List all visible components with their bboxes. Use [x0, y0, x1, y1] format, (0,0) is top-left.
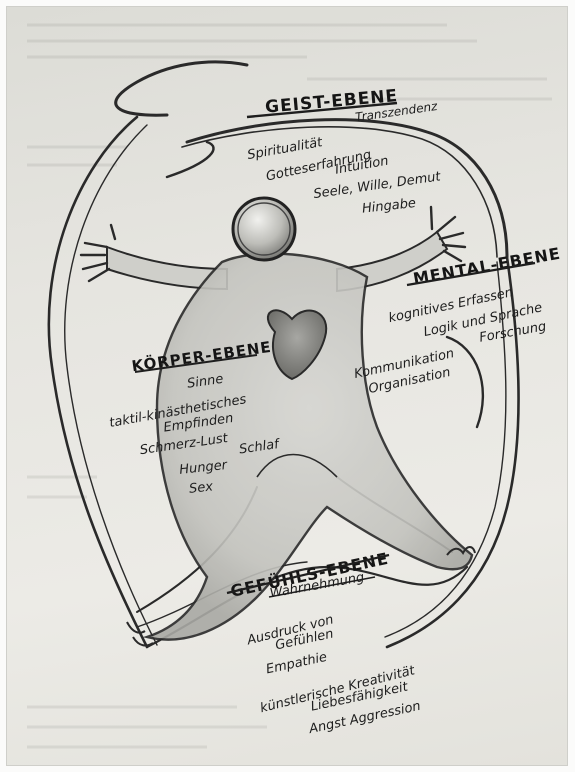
levels-diagram: GEIST-EBENE Transzendenz Spiritualität G…	[7, 7, 568, 766]
gefuehl-level: GEFÜHLS-EBENE Wahrnehmung Ausdruck von G…	[227, 549, 422, 738]
koerper-item-7: Sex	[188, 479, 214, 496]
book-page-photo: GEIST-EBENE Transzendenz Spiritualität G…	[6, 6, 568, 766]
gefuehl-item-3: Empathie	[265, 650, 329, 678]
head-icon	[233, 198, 295, 260]
geist-level: GEIST-EBENE Transzendenz Spiritualität G…	[246, 86, 442, 216]
geist-item-5: Hingabe	[361, 196, 416, 217]
geist-item-4: Seele, Wille, Demut	[313, 169, 443, 202]
